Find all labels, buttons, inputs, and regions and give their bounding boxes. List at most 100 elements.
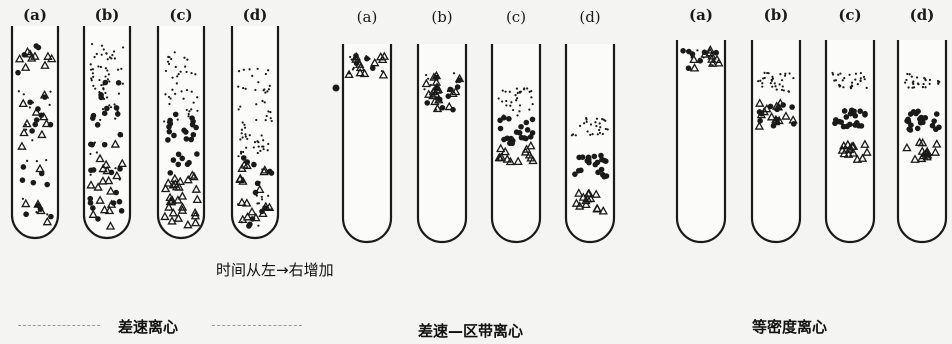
particle-large (933, 126, 939, 132)
particle-small (187, 115, 189, 117)
particle-small (49, 91, 51, 93)
particle-small (839, 85, 841, 87)
particle-small (776, 89, 778, 91)
particle-small (851, 82, 853, 84)
particle-small (430, 84, 432, 86)
particle-small (270, 117, 272, 119)
particle-large (36, 45, 42, 51)
particle-large (116, 80, 122, 86)
particle-large (42, 94, 48, 100)
particle-small (256, 195, 258, 197)
particle-small (599, 132, 601, 134)
particle-large (364, 56, 370, 62)
particle-small (781, 79, 783, 81)
particle-large (789, 104, 795, 110)
particle-small (92, 85, 94, 87)
particle-small (96, 151, 98, 153)
particle-large (506, 116, 512, 122)
particle-small (253, 146, 255, 148)
particle-large (530, 117, 536, 123)
particle-small (912, 83, 914, 85)
particle-small (26, 160, 28, 162)
particle-small (122, 46, 124, 48)
tube-label: (d) (243, 6, 268, 24)
particle-small (113, 103, 115, 105)
particle-large (113, 190, 119, 196)
particle-small (924, 78, 926, 80)
particle-small (114, 57, 116, 59)
particle-small (177, 119, 179, 121)
particle-small (510, 101, 512, 103)
particle-large (95, 216, 101, 222)
particle-small (696, 49, 698, 51)
particle-large (167, 129, 173, 135)
particle-small (99, 119, 101, 121)
caption-differential: 差速离心 (118, 316, 178, 337)
particle-small (425, 74, 427, 76)
particle-small (168, 63, 170, 65)
particle-large (91, 113, 97, 119)
particle-small (255, 119, 257, 121)
particle-small (261, 198, 263, 200)
particle-large (88, 167, 94, 173)
particle-small (246, 138, 248, 140)
particle-small (842, 86, 844, 88)
particle-small (251, 75, 253, 77)
particle-small (863, 76, 865, 78)
particle-small (92, 76, 94, 78)
particle-small (249, 134, 251, 136)
particle-small (267, 69, 269, 71)
particle-small (103, 48, 105, 50)
particle-large (904, 118, 910, 124)
particle-small (35, 211, 37, 213)
particle-large (768, 104, 774, 110)
particle-small (528, 109, 530, 111)
particle-small (265, 119, 267, 121)
particle-large (179, 156, 185, 162)
particle-large (832, 120, 838, 126)
particle-large (183, 129, 189, 135)
tube-label: (c) (169, 6, 192, 24)
particle-small (842, 79, 844, 81)
particle-small (117, 69, 119, 71)
test-tube: (a) (343, 8, 391, 242)
particle-small (167, 56, 169, 58)
particle-small (575, 134, 577, 136)
particle-small (269, 111, 271, 113)
stray-mark (333, 85, 340, 92)
particle-small (520, 91, 522, 93)
caption-rate-zonal: 差速—区带离心 (418, 320, 523, 341)
particle-small (242, 136, 244, 138)
particle-small (107, 78, 109, 80)
particle-small (859, 80, 861, 82)
particle-small (771, 76, 773, 78)
particle-small (594, 121, 596, 123)
particle-small (502, 90, 504, 92)
particle-small (447, 90, 449, 92)
particle-small (906, 73, 908, 75)
particle-small (113, 50, 115, 52)
particle-large (88, 142, 94, 148)
particle-small (167, 61, 169, 63)
particle-large (842, 108, 848, 114)
particle-small (190, 72, 192, 74)
particle-small (759, 80, 761, 82)
particle-small (45, 159, 47, 161)
particle-large (852, 122, 858, 128)
particle-small (761, 82, 763, 84)
particle-small (530, 96, 532, 98)
particle-small (526, 87, 528, 89)
particle-small (763, 72, 765, 74)
particle-small (94, 88, 96, 90)
test-tube: (b) (752, 6, 800, 242)
particle-small (264, 101, 266, 103)
tube-label: (b) (764, 6, 789, 24)
particle-small (241, 129, 243, 131)
particle-small (857, 83, 859, 85)
particle-small (597, 133, 599, 135)
particle-small (242, 121, 244, 123)
particle-large (31, 180, 37, 186)
particle-small (36, 160, 38, 162)
particle-large (119, 208, 125, 214)
particle-small (835, 79, 837, 81)
